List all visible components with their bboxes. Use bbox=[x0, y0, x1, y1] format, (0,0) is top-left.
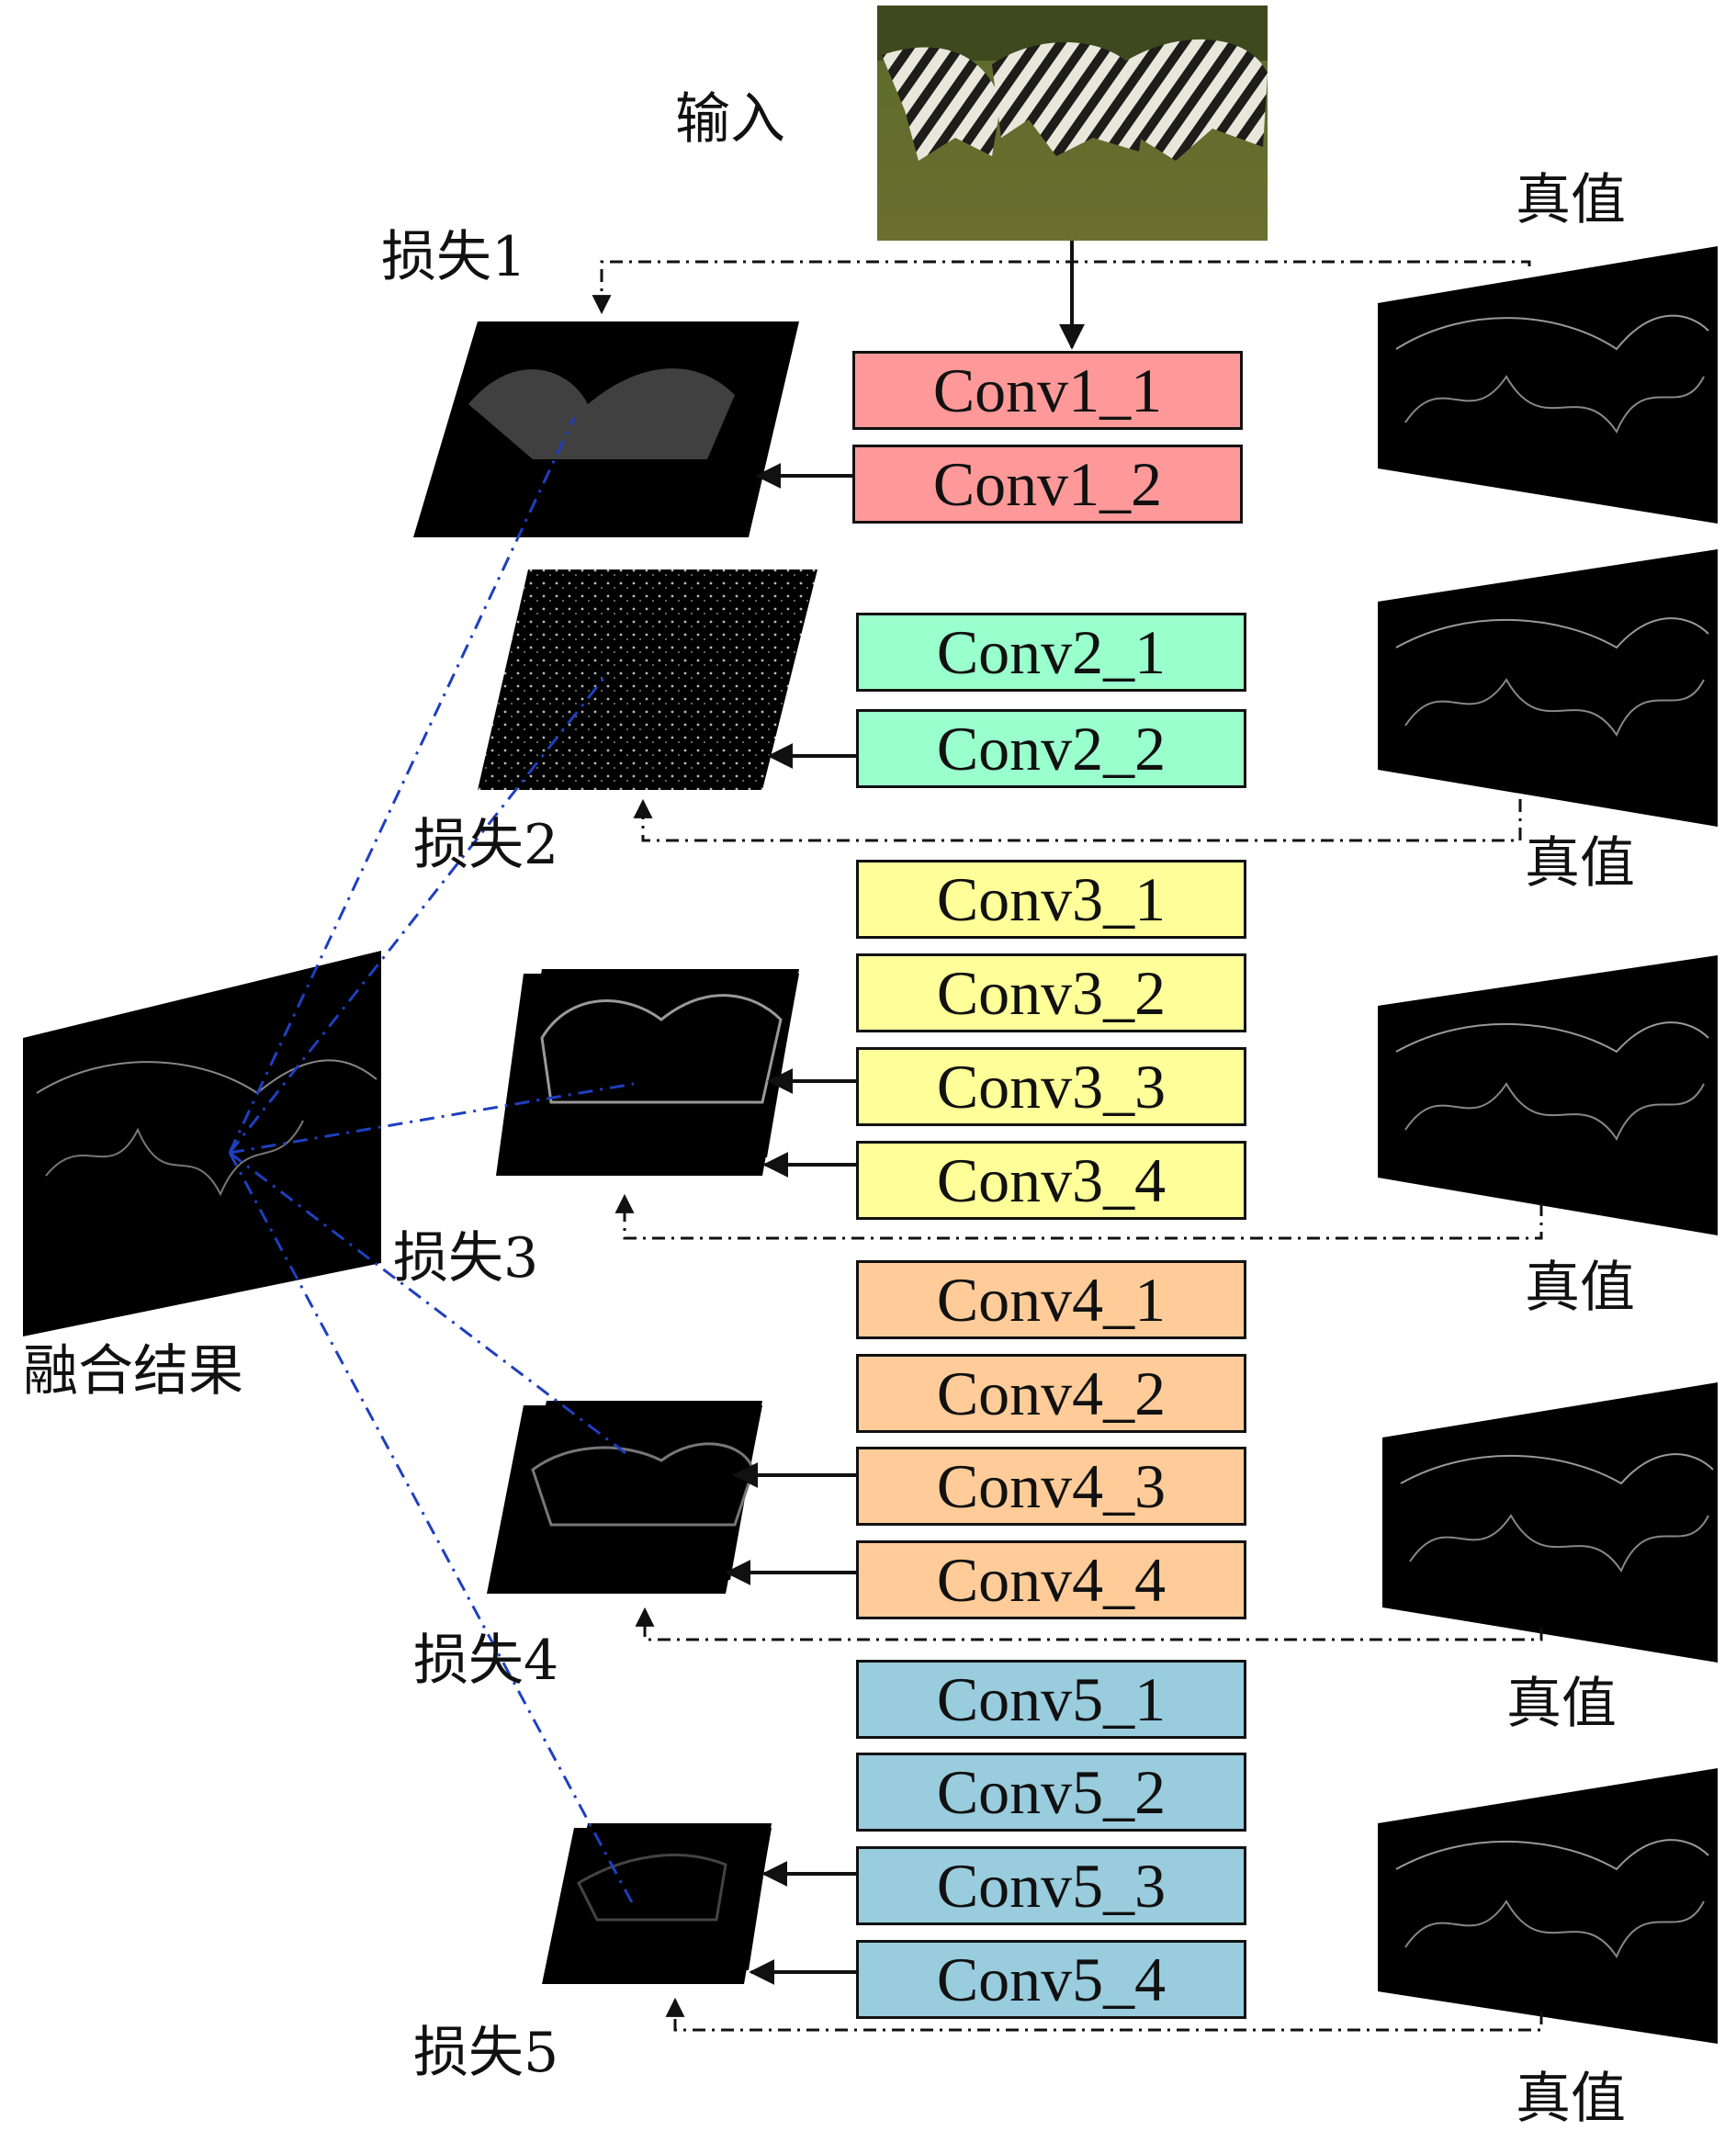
side-output-map-5 bbox=[542, 1823, 772, 1984]
conv-layer-4-2: Conv4_2 bbox=[856, 1354, 1246, 1433]
side-output-map-1 bbox=[413, 321, 799, 537]
ground-truth-map-4 bbox=[1382, 1382, 1718, 1663]
ground-truth-label-2: 真值 bbox=[1525, 831, 1635, 896]
side-output-map-4 bbox=[487, 1401, 762, 1594]
input-image bbox=[877, 6, 1268, 241]
ground-truth-map-2 bbox=[1378, 549, 1718, 827]
loss-label-5: 损失5 bbox=[413, 2021, 559, 2085]
conv-layer-5-3: Conv5_3 bbox=[856, 1846, 1246, 1925]
ground-truth-label-3: 真值 bbox=[1525, 1256, 1635, 1320]
conv-layer-4-1: Conv4_1 bbox=[856, 1260, 1246, 1339]
side-output-arrows bbox=[725, 463, 862, 1985]
conv-layer-4-3: Conv4_3 bbox=[856, 1447, 1246, 1526]
loss-label-1: 损失1 bbox=[381, 225, 527, 289]
conv-layer-2-1: Conv2_1 bbox=[856, 613, 1246, 692]
fusion-result-label: 融合结果 bbox=[23, 1339, 243, 1404]
conv-layer-2-2: Conv2_2 bbox=[856, 709, 1246, 788]
conv-layer-5-2: Conv5_2 bbox=[856, 1753, 1246, 1832]
fusion-lines bbox=[228, 417, 636, 1907]
ground-truth-label-1: 真值 bbox=[1516, 168, 1626, 232]
side-output-map-2 bbox=[478, 569, 817, 790]
side-output-map-3 bbox=[496, 969, 799, 1176]
conv-layer-1-2: Conv1_2 bbox=[852, 445, 1243, 524]
loss-label-3: 损失3 bbox=[393, 1226, 539, 1291]
loss-label-4: 损失4 bbox=[413, 1629, 559, 1693]
conv-layer-3-1: Conv3_1 bbox=[856, 860, 1246, 939]
fusion-result-map bbox=[23, 951, 381, 1336]
ground-truth-map-1 bbox=[1378, 246, 1718, 524]
ground-truth-label-5: 真值 bbox=[1516, 2067, 1626, 2131]
conv-layer-5-4: Conv5_4 bbox=[856, 1940, 1246, 2019]
conv-layer-3-2: Conv3_2 bbox=[856, 953, 1246, 1032]
input-label: 输入 bbox=[675, 87, 785, 152]
ground-truth-map-3 bbox=[1378, 955, 1718, 1235]
conv-layer-5-1: Conv5_1 bbox=[856, 1660, 1246, 1739]
conv-layer-3-3: Conv3_3 bbox=[856, 1047, 1246, 1126]
ground-truth-label-4: 真值 bbox=[1506, 1672, 1617, 1736]
conv-layer-1-1: Conv1_1 bbox=[852, 351, 1243, 430]
conv-layer-3-4: Conv3_4 bbox=[856, 1141, 1246, 1220]
ground-truth-map-5 bbox=[1378, 1768, 1718, 2044]
loss-label-2: 损失2 bbox=[413, 813, 559, 877]
conv-layer-4-4: Conv4_4 bbox=[856, 1540, 1246, 1619]
loss-connectors bbox=[592, 260, 1543, 2032]
